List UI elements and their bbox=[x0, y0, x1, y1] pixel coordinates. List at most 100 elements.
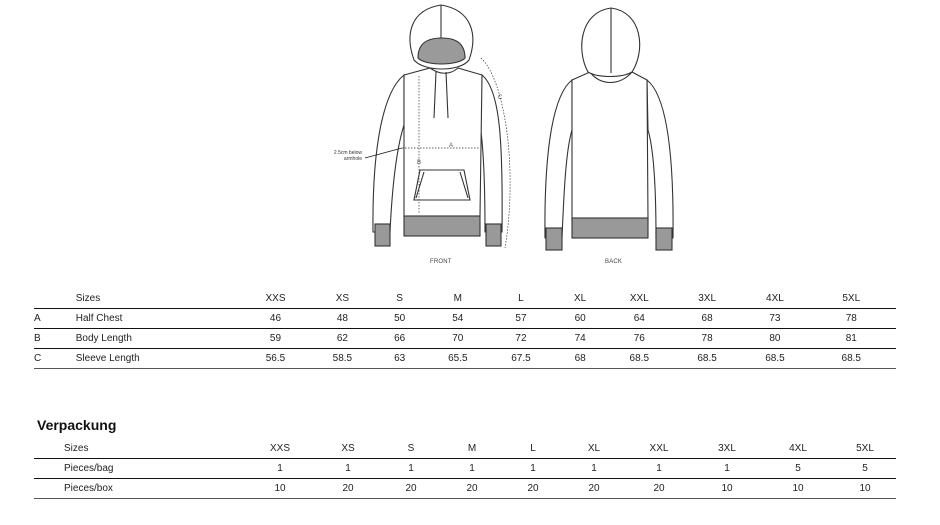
cell: 62 bbox=[311, 328, 374, 349]
cell: 1 bbox=[382, 458, 440, 479]
row-code: B bbox=[34, 328, 76, 349]
size-col-header: XS bbox=[335, 292, 350, 304]
cell: 54 bbox=[426, 308, 490, 329]
cell: 72 bbox=[489, 328, 553, 349]
size-col-header: M bbox=[453, 292, 462, 304]
cell: 5 bbox=[834, 458, 896, 479]
front-caption: FRONT bbox=[430, 259, 452, 265]
row-label: Pieces/bag bbox=[64, 458, 246, 479]
table-row: Pieces/box 10 20 20 20 20 20 20 10 10 10 bbox=[34, 478, 896, 499]
size-col-header: 3XL bbox=[698, 292, 717, 304]
cell: 70 bbox=[426, 328, 490, 349]
hoodie-front-drawing bbox=[372, 4, 503, 247]
cell: 68.5 bbox=[607, 348, 671, 369]
cell: 59 bbox=[239, 328, 312, 349]
sizes-label: Sizes bbox=[75, 292, 101, 304]
cell: 78 bbox=[806, 308, 896, 329]
hoodie-back-drawing bbox=[544, 7, 674, 251]
cell: 56.5 bbox=[239, 348, 312, 369]
packaging-title: Verpackung bbox=[37, 417, 117, 433]
size-col-header: XXS bbox=[265, 292, 286, 304]
cell: 1 bbox=[246, 458, 314, 479]
cell: 10 bbox=[246, 478, 314, 499]
cell: 10 bbox=[692, 478, 762, 499]
row-label: Half Chest bbox=[75, 308, 240, 329]
measure-note-line2: armhole bbox=[343, 156, 362, 162]
size-col-header: S bbox=[396, 292, 403, 304]
size-chart-table: Sizes XXS XS S M L XL XXL 3XL 4XL 5XL A … bbox=[34, 288, 896, 369]
spacer-cell bbox=[34, 458, 64, 479]
row-code: C bbox=[34, 348, 76, 369]
cell: 20 bbox=[440, 478, 504, 499]
cell: 46 bbox=[239, 308, 312, 329]
cell: 81 bbox=[806, 328, 896, 349]
size-col-header: 5XL bbox=[856, 442, 874, 454]
cell: 74 bbox=[552, 328, 608, 349]
note-pointer bbox=[364, 147, 403, 159]
size-col-header: XXL bbox=[629, 292, 649, 304]
size-col-header: M bbox=[467, 442, 477, 454]
row-label: Pieces/box bbox=[64, 478, 246, 499]
size-col-header: XL bbox=[574, 292, 587, 304]
cell: 20 bbox=[626, 478, 692, 499]
cell: 65.5 bbox=[426, 348, 490, 369]
size-col-header: XL bbox=[587, 442, 601, 454]
cell: 68.5 bbox=[670, 348, 744, 369]
pack-header-row: Sizes XXS XS S M L XL XXL 3XL 4XL 5XL bbox=[34, 438, 896, 459]
cell: 50 bbox=[373, 308, 427, 329]
measure-label-a: A bbox=[449, 143, 454, 149]
size-col-header: 4XL bbox=[766, 292, 784, 304]
spacer-cell bbox=[34, 478, 64, 499]
cell: 60 bbox=[552, 308, 608, 329]
cell: 20 bbox=[382, 478, 440, 499]
size-col-header: 4XL bbox=[789, 442, 807, 454]
cell: 76 bbox=[607, 328, 671, 349]
measurement-lines bbox=[402, 57, 511, 249]
cell: 57 bbox=[489, 308, 553, 329]
cell: 80 bbox=[743, 328, 807, 349]
cell: 20 bbox=[504, 478, 562, 499]
cell: 68.5 bbox=[806, 348, 896, 369]
cell: 1 bbox=[314, 458, 382, 479]
table-row: B Body Length 59 62 66 70 72 74 76 78 80… bbox=[34, 328, 896, 349]
cell: 5 bbox=[762, 458, 834, 479]
cell: 10 bbox=[762, 478, 834, 499]
cell: 68.5 bbox=[743, 348, 807, 369]
cell: 58.5 bbox=[311, 348, 374, 369]
row-code: A bbox=[34, 308, 76, 329]
measure-note-line1: 2.5cm below bbox=[333, 150, 362, 156]
cell: 48 bbox=[311, 308, 374, 329]
cell: 68 bbox=[552, 348, 608, 369]
cell: 1 bbox=[692, 458, 762, 479]
header-code-cell bbox=[34, 288, 76, 309]
cell: 20 bbox=[314, 478, 382, 499]
size-col-header: L bbox=[530, 442, 536, 454]
size-col-header: XXL bbox=[649, 442, 669, 454]
cell: 64 bbox=[607, 308, 671, 329]
measure-note: 2.5cm below armhole bbox=[328, 150, 362, 162]
table-row: C Sleeve Length 56.5 58.5 63 65.5 67.5 6… bbox=[34, 348, 896, 369]
size-col-header: 3XL bbox=[718, 442, 736, 454]
cell: 67.5 bbox=[489, 348, 553, 369]
sizes-label: Sizes bbox=[64, 442, 89, 454]
row-label: Body Length bbox=[75, 328, 240, 349]
row-label: Sleeve Length bbox=[75, 348, 240, 369]
header-spacer-cell bbox=[34, 438, 64, 459]
cell: 78 bbox=[670, 328, 744, 349]
packaging-table: Sizes XXS XS S M L XL XXL 3XL 4XL 5XL Pi… bbox=[34, 438, 896, 499]
table-row: Pieces/bag 1 1 1 1 1 1 1 1 5 5 bbox=[34, 458, 896, 479]
cell: 10 bbox=[834, 478, 896, 499]
size-col-header: XS bbox=[341, 442, 355, 454]
size-col-header: L bbox=[518, 292, 524, 304]
cell: 73 bbox=[743, 308, 807, 329]
cell: 1 bbox=[504, 458, 562, 479]
cell: 1 bbox=[626, 458, 692, 479]
hoodie-technical-drawing bbox=[364, 4, 674, 251]
table-row: A Half Chest 46 48 50 54 57 60 64 68 73 … bbox=[34, 308, 896, 329]
cell: 63 bbox=[373, 348, 427, 369]
size-col-header: S bbox=[407, 442, 415, 454]
size-col-header: 5XL bbox=[842, 292, 861, 304]
cell: 68 bbox=[670, 308, 744, 329]
cell: 66 bbox=[373, 328, 427, 349]
cell: 1 bbox=[440, 458, 504, 479]
